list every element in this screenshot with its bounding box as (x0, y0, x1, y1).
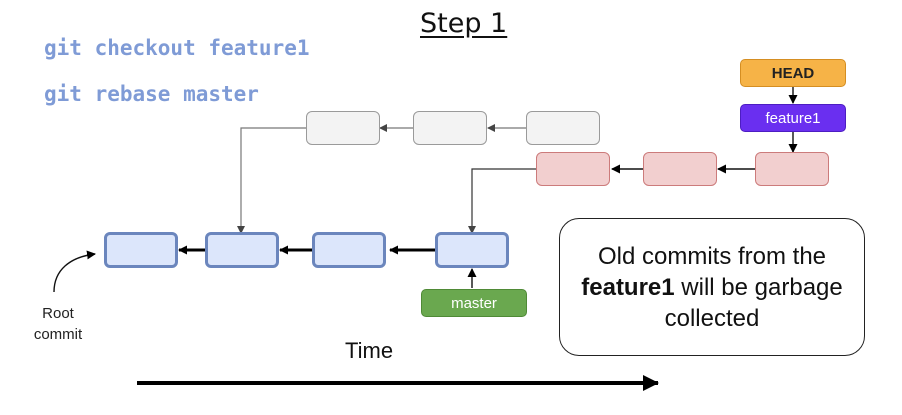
rebased-commit-2 (643, 152, 717, 186)
step-title: Step 1 (420, 8, 508, 39)
main-commit-2 (205, 232, 279, 268)
head-label: HEAD (740, 59, 846, 87)
root-commit-pointer (53, 250, 96, 293)
old-commit-2 (413, 111, 487, 145)
time-label: Time (345, 338, 394, 363)
garbage-collection-note: Old commits from the feature1 will be ga… (559, 218, 865, 356)
main-commit-4 (435, 232, 509, 268)
note-suffix: will be garbage collected (664, 273, 843, 332)
note-prefix: Old commits from the (597, 242, 827, 270)
command-checkout: git checkout feature1 (44, 36, 310, 60)
feature1-branch-label: feature1 (740, 104, 846, 132)
root-commit-label: Root commit (33, 305, 83, 343)
old-commit-3 (526, 111, 600, 145)
root-commit (104, 232, 178, 268)
command-rebase: git rebase master (44, 82, 259, 106)
old-commit-1 (306, 111, 380, 145)
edge-gray-1-to-blue-2 (237, 127, 306, 234)
rebased-commit-1 (536, 152, 610, 186)
master-branch-label: master (421, 289, 527, 317)
main-commit-3 (312, 232, 386, 268)
note-branch: feature1 (581, 273, 675, 301)
rebased-commit-3 (755, 152, 829, 186)
edge-red-1-to-blue-4 (468, 168, 536, 234)
